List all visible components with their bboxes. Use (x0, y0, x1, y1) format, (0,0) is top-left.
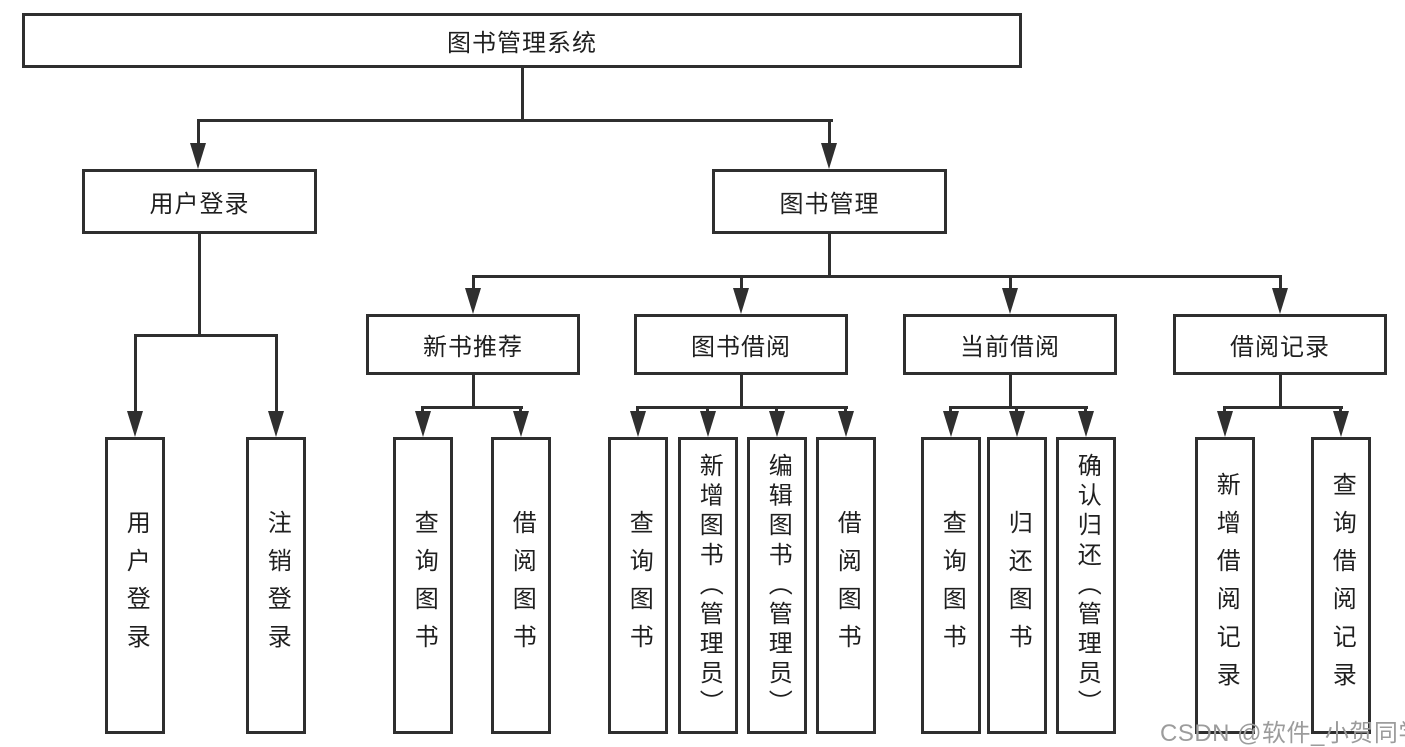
arrow-down-icon (943, 411, 959, 437)
v-line (275, 334, 278, 416)
leaf-borrow-edit-books-admin-label: 编辑图书（管理员） (764, 452, 792, 719)
arrow-down-icon (465, 288, 481, 314)
leaf-records-query-record: 查询借阅记录 (1311, 437, 1371, 734)
node-book-borrowing: 图书借阅 (634, 314, 848, 375)
v-line (740, 374, 743, 409)
v-line (1279, 275, 1282, 293)
node-user-login: 用户登录 (82, 169, 317, 234)
leaf-current-return-books-label: 归还图书 (1004, 509, 1032, 662)
v-line (521, 68, 524, 122)
leaf-borrow-borrow-books: 借阅图书 (816, 437, 876, 734)
node-root-label: 图书管理系统 (447, 30, 597, 57)
arrow-down-icon (268, 411, 284, 437)
h-line (1223, 406, 1343, 409)
arrow-down-icon (1002, 288, 1018, 314)
leaf-current-confirm-return-admin: 确认归还（管理员） (1056, 437, 1116, 734)
leaf-current-query-books-label: 查询图书 (938, 509, 966, 662)
leaf-records-query-record-label: 查询借阅记录 (1328, 471, 1356, 700)
h-line (472, 275, 1282, 278)
v-line (828, 234, 831, 278)
arrow-down-icon (190, 143, 206, 169)
leaf-logout: 注销登录 (246, 437, 306, 734)
v-line (1279, 374, 1282, 409)
v-line (472, 275, 475, 293)
leaf-borrow-edit-books-admin: 编辑图书（管理员） (747, 437, 807, 734)
v-line (198, 234, 201, 337)
node-book-management: 图书管理 (712, 169, 947, 234)
leaf-borrow-query-books: 查询图书 (608, 437, 668, 734)
node-book-borrowing-label: 图书借阅 (691, 334, 791, 361)
node-root: 图书管理系统 (22, 13, 1022, 68)
leaf-user-login-label: 用户登录 (122, 509, 150, 662)
watermark-text: CSDN @软件_小贺同学 (1160, 720, 1405, 747)
v-line (134, 334, 137, 416)
arrow-down-icon (127, 411, 143, 437)
leaf-recommend-query-books: 查询图书 (393, 437, 453, 734)
h-line (197, 119, 833, 122)
node-current-borrowing: 当前借阅 (903, 314, 1117, 375)
v-line (472, 374, 475, 409)
arrow-down-icon (838, 411, 854, 437)
leaf-user-login: 用户登录 (105, 437, 165, 734)
v-line (197, 119, 200, 151)
leaf-borrow-borrow-books-label: 借阅图书 (833, 509, 861, 662)
leaf-logout-label: 注销登录 (263, 509, 291, 662)
arrow-down-icon (513, 411, 529, 437)
leaf-borrow-add-books-admin: 新增图书（管理员） (678, 437, 738, 734)
leaf-recommend-borrow-books: 借阅图书 (491, 437, 551, 734)
leaf-recommend-query-books-label: 查询图书 (410, 509, 438, 662)
arrow-down-icon (769, 411, 785, 437)
node-current-borrowing-label: 当前借阅 (960, 334, 1060, 361)
node-borrowing-records: 借阅记录 (1173, 314, 1387, 375)
leaf-current-return-books: 归还图书 (987, 437, 1047, 734)
leaf-borrow-add-books-admin-label: 新增图书（管理员） (695, 452, 723, 719)
node-new-book-recommend: 新书推荐 (366, 314, 580, 375)
node-book-management-label: 图书管理 (779, 191, 880, 218)
leaf-borrow-query-books-label: 查询图书 (625, 509, 653, 662)
arrow-down-icon (630, 411, 646, 437)
h-line (949, 406, 1088, 409)
leaf-current-confirm-return-admin-label: 确认归还（管理员） (1073, 452, 1101, 719)
node-new-book-recommend-label: 新书推荐 (423, 334, 523, 361)
arrow-down-icon (415, 411, 431, 437)
leaf-current-query-books: 查询图书 (921, 437, 981, 734)
arrow-down-icon (1009, 411, 1025, 437)
leaf-records-add-record: 新增借阅记录 (1195, 437, 1255, 734)
h-line (636, 406, 848, 409)
leaf-records-add-record-label: 新增借阅记录 (1212, 471, 1240, 700)
h-line (134, 334, 278, 337)
arrow-down-icon (1272, 288, 1288, 314)
v-line (740, 275, 743, 293)
v-line (1009, 275, 1012, 293)
arrow-down-icon (1333, 411, 1349, 437)
v-line (1009, 374, 1012, 409)
arrow-down-icon (700, 411, 716, 437)
node-user-login-label: 用户登录 (149, 191, 250, 218)
arrow-down-icon (1217, 411, 1233, 437)
h-line (421, 406, 523, 409)
arrow-down-icon (1078, 411, 1094, 437)
leaf-recommend-borrow-books-label: 借阅图书 (508, 509, 536, 662)
node-borrowing-records-label: 借阅记录 (1230, 334, 1330, 361)
v-line (828, 119, 831, 151)
arrow-down-icon (821, 143, 837, 169)
arrow-down-icon (733, 288, 749, 314)
